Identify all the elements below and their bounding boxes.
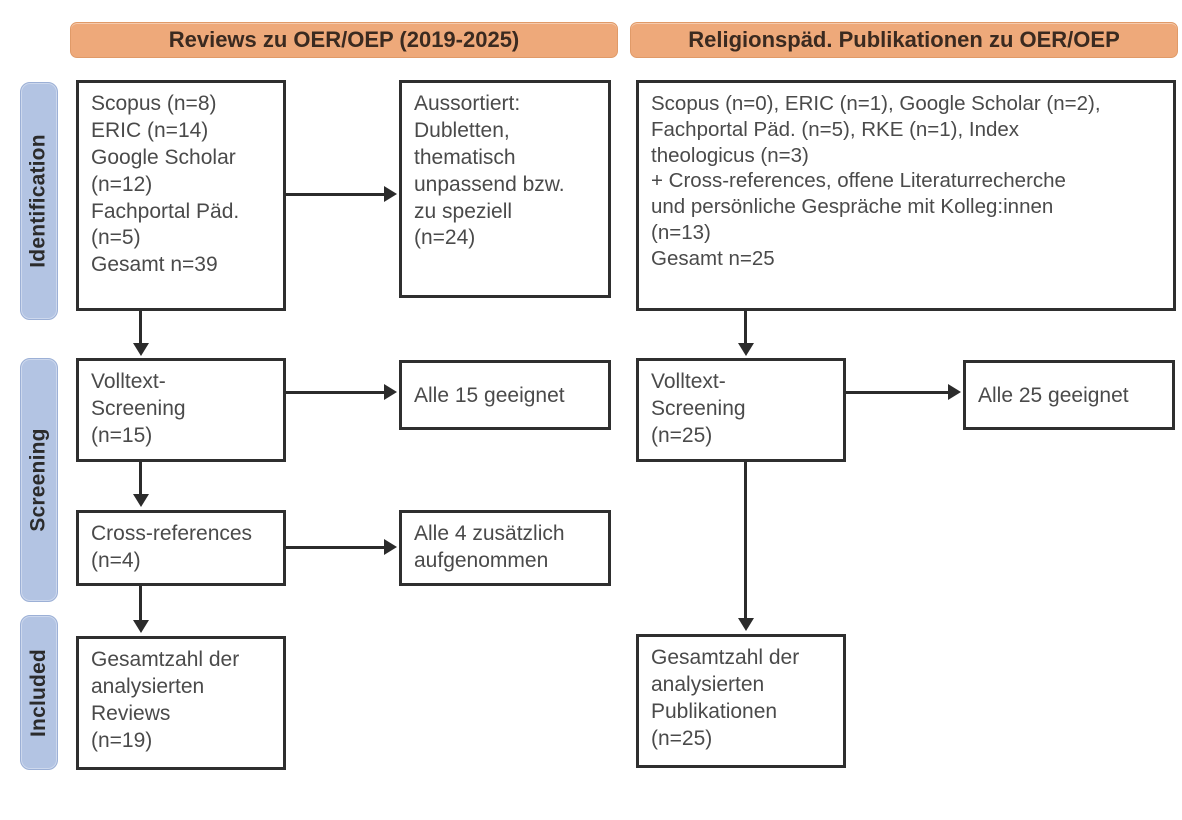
box-right-all-eligible: Alle 25 geeignet: [963, 360, 1175, 430]
stage-pill-identification: Identification: [20, 82, 58, 320]
connector-left-screening-to-eligible: [286, 391, 384, 394]
arrowhead-left-identification-to-screening: [133, 343, 149, 356]
connector-left-crossrefs-to-included: [286, 546, 384, 549]
box-left-excluded: Aussortiert: Dubletten, thematisch unpas…: [399, 80, 611, 298]
connector-left-identification-to-excluded: [286, 193, 384, 196]
stage-label-identification: Identification: [27, 134, 50, 268]
connector-right-screening-to-total: [744, 462, 747, 620]
arrowhead-left-identification-to-excluded: [384, 186, 397, 202]
connector-left-crossrefs-to-total: [139, 586, 142, 622]
stage-label-screening: Screening: [27, 428, 50, 532]
arrowhead-left-screening-to-crossrefs: [133, 494, 149, 507]
stage-pill-included: Included: [20, 615, 58, 770]
box-left-identification-sources: Scopus (n=8) ERIC (n=14) Google Scholar …: [76, 80, 286, 311]
column-header-reviews-label: Reviews zu OER/OEP (2019-2025): [168, 27, 520, 52]
connector-right-screening-to-eligible: [846, 391, 948, 394]
arrowhead-left-screening-to-eligible: [384, 384, 397, 400]
connector-left-screening-to-crossrefs: [139, 462, 142, 496]
connector-right-identification-to-screening: [744, 311, 747, 345]
box-left-cross-included: Alle 4 zusätzlich aufgenommen: [399, 510, 611, 586]
box-left-fulltext-screening: Volltext- Screening (n=15): [76, 358, 286, 462]
arrowhead-left-crossrefs-to-included: [384, 539, 397, 555]
column-header-reviews: Reviews zu OER/OEP (2019-2025): [70, 22, 618, 58]
box-left-all-eligible: Alle 15 geeignet: [399, 360, 611, 430]
arrowhead-right-screening-to-total: [738, 618, 754, 631]
arrowhead-right-identification-to-screening: [738, 343, 754, 356]
connector-left-identification-to-screening: [139, 311, 142, 345]
arrowhead-left-crossrefs-to-total: [133, 620, 149, 633]
box-left-cross-references: Cross-references (n=4): [76, 510, 286, 586]
column-header-publikationen-label: Religionspäd. Publikationen zu OER/OEP: [688, 27, 1120, 52]
arrowhead-right-screening-to-eligible: [948, 384, 961, 400]
box-right-fulltext-screening: Volltext- Screening (n=25): [636, 358, 846, 462]
box-left-total-included: Gesamtzahl der analysierten Reviews (n=1…: [76, 636, 286, 770]
stage-label-included: Included: [27, 648, 51, 737]
column-header-publikationen: Religionspäd. Publikationen zu OER/OEP: [630, 22, 1178, 58]
stage-pill-screening: Screening: [20, 358, 58, 602]
box-right-total-included: Gesamtzahl der analysierten Publikatione…: [636, 634, 846, 768]
box-right-identification-sources: Scopus (n=0), ERIC (n=1), Google Scholar…: [636, 80, 1176, 311]
